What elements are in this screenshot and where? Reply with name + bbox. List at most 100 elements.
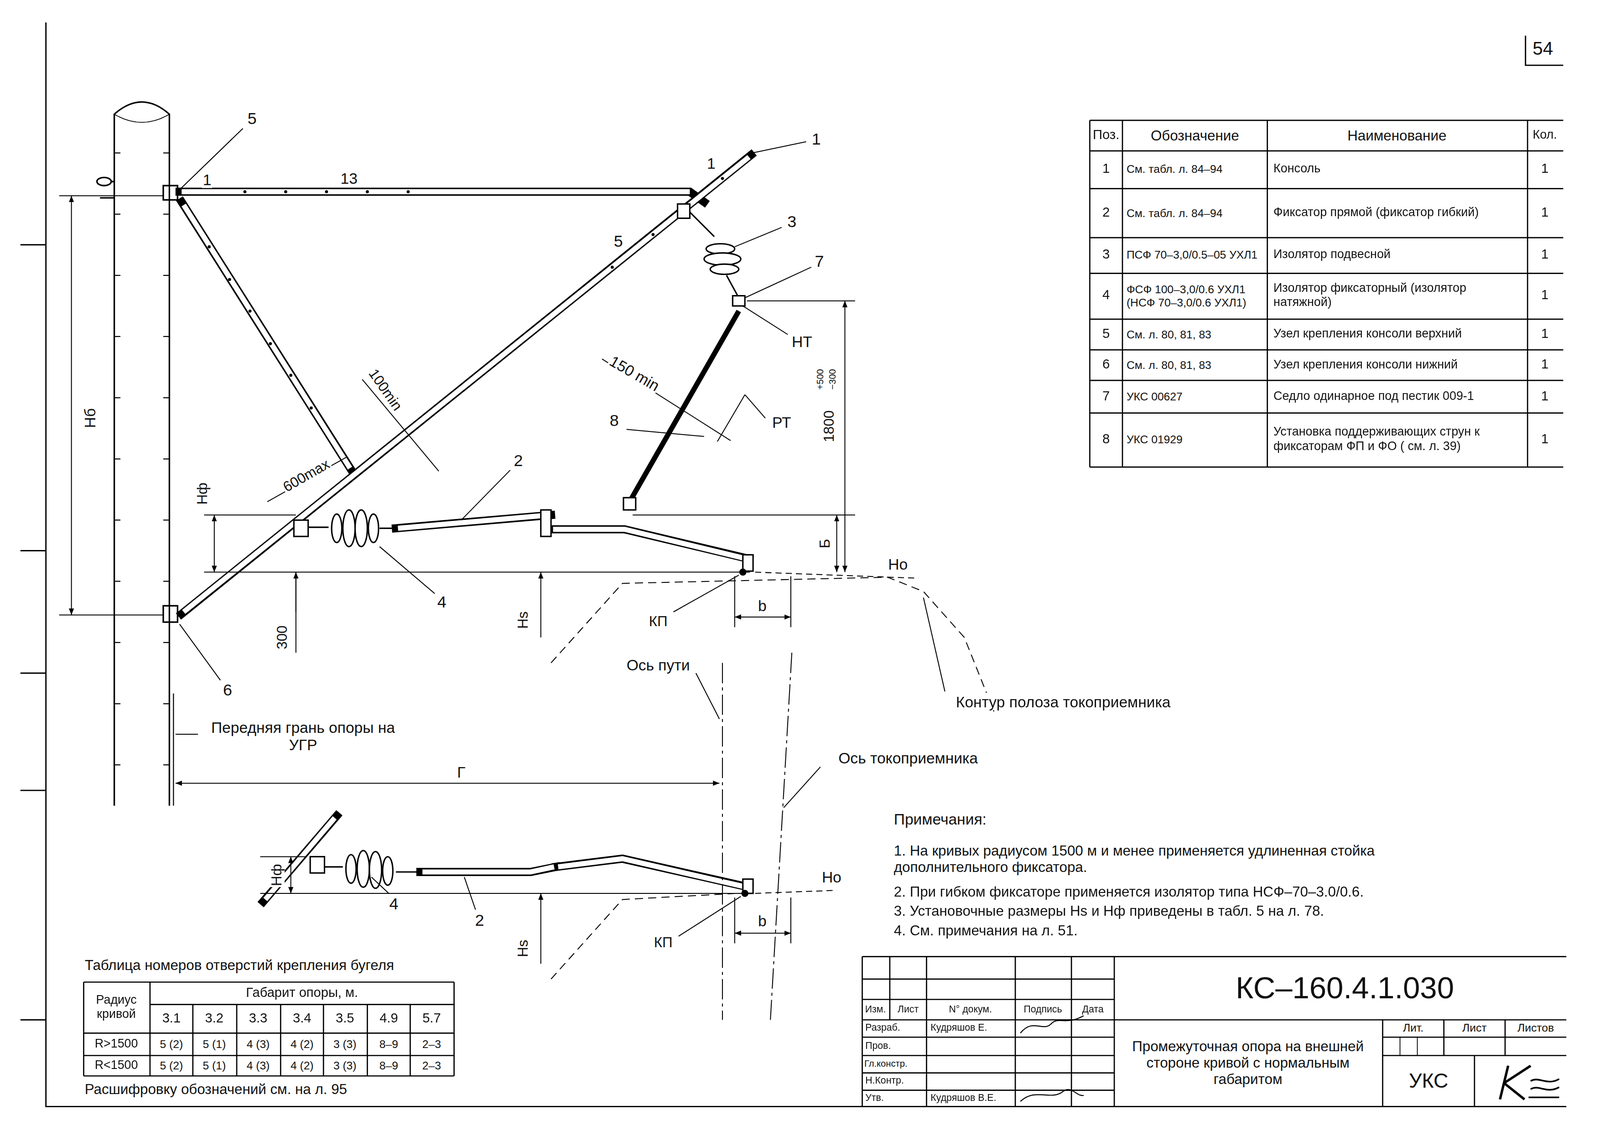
table-cell: Поз. [1091,128,1121,144]
title-block-cell: Лист [1461,1021,1488,1035]
table-cell: 5 (1) [201,1038,227,1051]
table-cell: 3 (3) [332,1059,358,1073]
table-cell: 1 [1540,161,1550,177]
pole [97,102,178,806]
table-cell: Фиксатор прямой (фиксатор гибкий) [1272,206,1525,221]
table-cell: См. табл. л. 84–94 [1125,162,1265,176]
note-text: 2. При гибком фиксаторе применяется изол… [893,883,1506,900]
table-cell: R<1500 [93,1058,139,1073]
table-cell: 5.7 [421,1011,442,1027]
table-cell: 2 [1101,205,1112,221]
note-text: Примечания: [893,810,988,828]
callout-number: 13 [339,169,359,188]
sheet-number: 54 [1531,38,1554,60]
title-block-cell: Гл.констр. [863,1058,909,1070]
callout-number: 8 [608,411,620,431]
table-cell: 1 [1540,327,1550,343]
title-block-cell: Кудряшов Е. [929,1022,988,1034]
table-cell: Установка поддерживающих струн к фиксато… [1272,425,1525,454]
table-cell: 1 [1540,389,1550,405]
title-block-cell: Кудряшов В.Е. [929,1092,998,1104]
callout-number: 1 [202,170,213,189]
table-cell: 5 (1) [201,1059,227,1073]
dimension-label: Но [887,555,909,573]
table-cell: Узел крепления консоли верхний [1272,327,1525,342]
title-block-cell: Пров. [864,1040,893,1052]
dimension-label: Hs [514,938,531,959]
table-cell: 3.1 [161,1011,182,1027]
table-cell: 8–9 [378,1038,400,1051]
table-cell: 8 [1101,431,1112,447]
title-block-cell: N° докум. [947,1004,993,1016]
dimension-label: Нф [268,862,285,888]
table-cell: 4 (3) [245,1059,271,1073]
callout-number: 5 [246,109,258,129]
callout-number: КП [647,612,669,630]
table-cell: Наименование [1346,127,1448,144]
dimension-lines [59,195,996,1020]
dimension-label: 1800 [820,409,837,444]
callout-number: 2 [512,451,524,471]
table-cell: 1 [1101,161,1112,177]
table-cell: См. табл. л. 84–94 [1125,206,1265,220]
callout-number: КП [653,934,674,951]
title-block-cell: Разраб. [864,1022,902,1034]
table-cell: 3 [1101,247,1112,263]
table-cell: УКС 00627 [1125,390,1265,404]
table-cell: ПСФ 70–3,0/0.5–05 УХЛ1 [1125,248,1265,262]
table-cell: 4 (2) [289,1059,315,1073]
table-cell: 3.5 [334,1011,356,1027]
table-cell: 5 (2) [158,1059,184,1073]
dimension-label: Б [816,537,833,550]
callout-number: РТ [771,413,793,432]
title-block-cell: УКС [1407,1069,1450,1093]
signatures [1020,1015,1084,1102]
table-cell: 2–3 [421,1059,443,1073]
table-cell: 5 [1101,327,1112,343]
table-cell: Изолятор фиксаторный (изолятор натяжной) [1272,281,1525,311]
table-cell: 1 [1540,247,1550,263]
dimension-label: Нф [193,481,211,506]
table-cell: 3.3 [248,1011,269,1027]
table-cell: 7 [1101,389,1112,405]
note-text: 4. См. примечания на л. 51. [893,922,1506,939]
table-cell: 4 (3) [245,1038,271,1051]
dimension-label: 300 [273,624,290,651]
table-cell: Кол. [1531,128,1559,143]
company-logo [1500,1065,1560,1100]
dimension-label: +500 [815,368,826,391]
table-cell: 1 [1540,288,1550,304]
sheet-frame [20,22,1567,1107]
dimension-label: Г [456,763,467,782]
title-block-cell: Листов [1516,1021,1555,1035]
title-block-cell: Подпись [1022,1004,1064,1016]
dimension-label: −300 [827,368,838,391]
dimension-label: Передняя грань опоры на УГР [201,718,406,754]
table-cell: 8–9 [378,1059,400,1073]
callout-number: 5 [612,232,624,251]
table-cell: См. л. 80, 81, 83 [1125,327,1265,341]
title-block-grid [862,956,1567,1107]
dimension-label: Ось токоприемника [837,748,979,767]
leader-lines [175,128,946,937]
dimension-label: b [757,597,768,615]
callout-number: 4 [436,593,448,613]
dimension-label: Нб [81,407,99,430]
table-cell: ФСФ 100–3,0/0.6 УХЛ1 (НСФ 70–3,0/0.6 УХЛ… [1125,282,1265,309]
table-cell: 3 (3) [332,1038,358,1051]
title-block-cell: Лист [896,1004,920,1016]
callout-number: 3 [786,212,798,232]
title-block-cell: Утв. [864,1092,885,1104]
table-cell: Габарит опоры, м. [244,985,359,1001]
title-block-cell: Изм. [864,1004,888,1016]
dimension-label: Ось пути [625,656,691,675]
table-cell: 6 [1101,357,1112,373]
callout-number: 1 [706,154,717,173]
title-block-cell: Дата [1080,1004,1105,1016]
table-cell: Обозначение [1149,127,1241,144]
callout-number: 2 [473,911,485,931]
dimension-label: Но [820,868,843,887]
note-text: Расшифровку обозначений см. на л. 95 [83,1080,349,1098]
drawing-number: КС–160.4.1.030 [1234,970,1455,1006]
table-cell: R>1500 [93,1037,139,1052]
